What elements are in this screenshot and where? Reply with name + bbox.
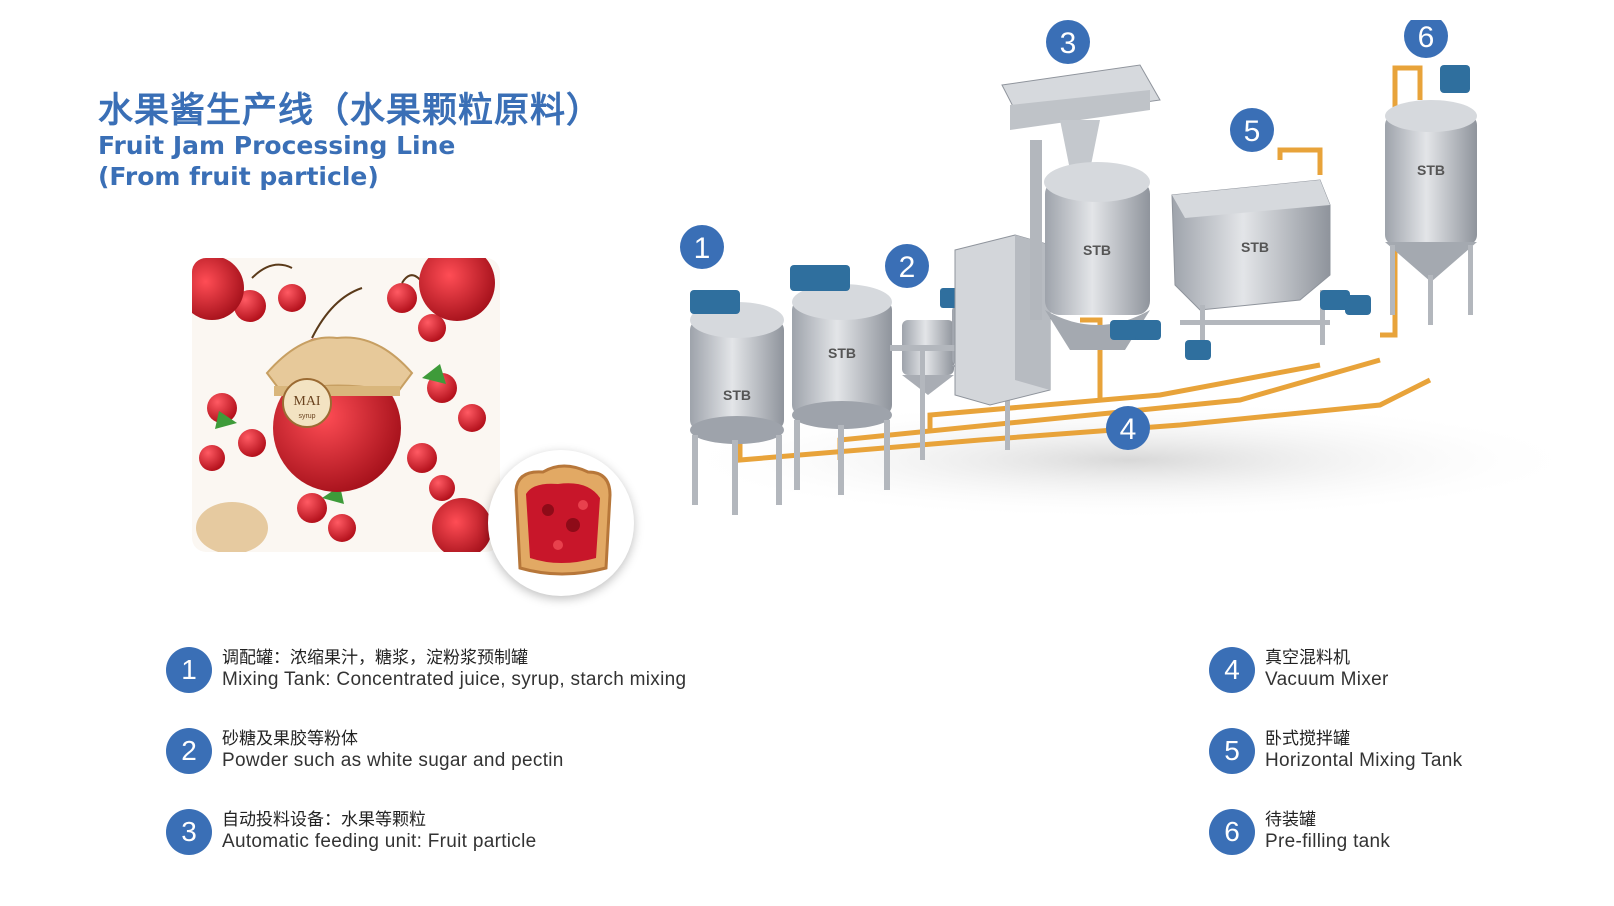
cherry-jam-photo: MAI syrup: [192, 258, 500, 552]
tank-logo: STB: [1083, 242, 1111, 258]
tank-logo: STB: [828, 345, 856, 361]
processing-line-diagram: STB STB STB: [680, 20, 1580, 520]
diagram-badge-1: 1: [680, 225, 724, 269]
page-title-cn: 水果酱生产线（水果颗粒原料）: [98, 91, 603, 131]
tank-logo: STB: [723, 387, 751, 403]
jam-toast-photo: [488, 450, 634, 596]
legend-number-4: 4: [1209, 647, 1255, 693]
title-en-line2: (From fruit particle): [98, 162, 379, 191]
svg-text:1: 1: [694, 232, 711, 265]
diagram-badge-6: 6: [1404, 20, 1448, 58]
legend-cn-2: 砂糖及果胶等粉体: [222, 729, 358, 749]
legend-number-6: 6: [1209, 809, 1255, 855]
legend-en-4: Vacuum Mixer: [1265, 669, 1389, 690]
legend-en-6: Pre-filling tank: [1265, 831, 1391, 852]
svg-text:3: 3: [1060, 27, 1077, 60]
page-title-en: Fruit Jam Processing Line (From fruit pa…: [98, 130, 455, 192]
legend-en-2: Powder such as white sugar and pectin: [222, 750, 564, 771]
horizontal-mixing-tank: STB: [1171, 179, 1350, 355]
legend-number-1: 1: [166, 647, 212, 693]
legend-number-2: 2: [166, 728, 212, 774]
legend-number-5: 5: [1209, 728, 1255, 774]
svg-text:5: 5: [1244, 115, 1261, 148]
legend-cn-6: 待装罐: [1265, 810, 1316, 830]
legend-cn-4: 真空混料机: [1265, 648, 1350, 668]
legend-en-5: Horizontal Mixing Tank: [1265, 750, 1463, 771]
diagram-badge-2: 2: [885, 244, 929, 288]
jam-jar: MAI syrup: [265, 336, 414, 492]
svg-text:6: 6: [1418, 21, 1435, 54]
legend-en-1: Mixing Tank: Concentrated juice, syrup, …: [222, 669, 687, 690]
mixing-tank-1b: STB: [790, 265, 892, 495]
floor-shadow: [680, 400, 1580, 520]
cherry-cluster: [192, 258, 495, 552]
tank-logo: STB: [1241, 239, 1269, 255]
svg-text:2: 2: [899, 251, 916, 284]
legend-cn-5: 卧式搅拌罐: [1265, 729, 1350, 749]
tank-logo: STB: [1417, 162, 1445, 178]
cherry-pattern-illustration: MAI syrup: [192, 258, 495, 552]
diagram-badge-5: 5: [1230, 108, 1274, 152]
pre-filling-tank: STB: [1385, 65, 1477, 325]
diagram-badge-4: 4: [1106, 406, 1150, 450]
legend-cn-3: 自动投料设备：水果等颗粒: [222, 810, 426, 830]
svg-text:4: 4: [1120, 413, 1137, 446]
legend-cn-1: 调配罐：浓缩果汁，糖浆，淀粉浆预制罐: [222, 648, 528, 668]
jar-label-sub: syrup: [298, 413, 315, 420]
vacuum-mixer-with-feeder: STB: [1001, 64, 1161, 350]
pumps: [1135, 295, 1371, 360]
legend-number-3: 3: [166, 809, 212, 855]
title-en-line1: Fruit Jam Processing Line: [98, 131, 456, 160]
toast-illustration: [514, 464, 612, 576]
jar-label-brand: MAI: [293, 394, 321, 409]
mixing-tank-1: STB: [690, 290, 784, 515]
diagram-badge-3: 3: [1046, 20, 1090, 64]
legend-en-3: Automatic feeding unit: Fruit particle: [222, 831, 537, 852]
